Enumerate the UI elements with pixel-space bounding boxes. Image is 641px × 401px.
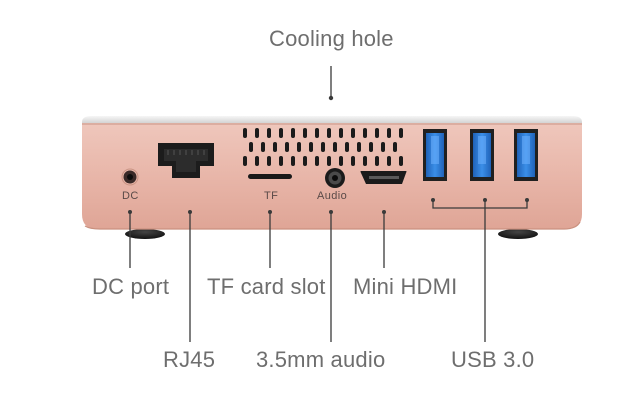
audio-callout: 3.5mm audio xyxy=(256,347,386,372)
mini-hdmi-port-icon xyxy=(360,171,407,184)
vent-slot-34 xyxy=(327,156,331,166)
vent-slot-38 xyxy=(375,156,379,166)
vent-slot-25 xyxy=(381,142,385,152)
vent-slot-24 xyxy=(369,142,373,152)
vent-slot-5 xyxy=(303,128,307,138)
vent-slot-7 xyxy=(327,128,331,138)
vent-slot-16 xyxy=(273,142,277,152)
usb-port-3-icon xyxy=(514,129,538,181)
usb-port-1-icon xyxy=(423,129,447,181)
right-foot xyxy=(498,229,538,239)
port-label-audio: Audio xyxy=(317,190,348,202)
vent-slot-14 xyxy=(249,142,253,152)
port-label-dc: DC xyxy=(122,190,139,202)
dc-port-icon xyxy=(121,168,139,186)
vent-slot-17 xyxy=(285,142,289,152)
vent-slot-26 xyxy=(393,142,397,152)
vent-slot-11 xyxy=(375,128,379,138)
vent-slot-30 xyxy=(279,156,283,166)
vent-slot-3 xyxy=(279,128,283,138)
vent-slot-18 xyxy=(297,142,301,152)
vent-slot-9 xyxy=(351,128,355,138)
vent-slot-22 xyxy=(345,142,349,152)
vent-slot-36 xyxy=(351,156,355,166)
vent-slot-35 xyxy=(339,156,343,166)
vent-slot-0 xyxy=(243,128,247,138)
tf-card-slot-callout: TF card slot xyxy=(207,274,326,299)
vent-slot-10 xyxy=(363,128,367,138)
vent-slot-8 xyxy=(339,128,343,138)
top-strip xyxy=(82,116,582,124)
port-label-tf: TF xyxy=(264,190,279,202)
mini-hdmi-callout: Mini HDMI xyxy=(353,274,458,299)
vent-slot-28 xyxy=(255,156,259,166)
vent-slot-15 xyxy=(261,142,265,152)
tf-slot-icon xyxy=(248,174,292,179)
vent-slot-4 xyxy=(291,128,295,138)
vent-slot-20 xyxy=(321,142,325,152)
audio-jack-icon xyxy=(325,168,345,188)
vent-slot-13 xyxy=(399,128,403,138)
vent-slot-37 xyxy=(363,156,367,166)
usb-port-2-icon xyxy=(470,129,494,181)
left-foot xyxy=(125,229,165,239)
vent-slot-21 xyxy=(333,142,337,152)
vent-slot-40 xyxy=(399,156,403,166)
vent-slot-31 xyxy=(291,156,295,166)
vent-slot-6 xyxy=(315,128,319,138)
cooling-hole-callout: Cooling hole xyxy=(269,26,394,51)
usb-bracket xyxy=(432,201,528,209)
vent-slot-12 xyxy=(387,128,391,138)
usb-callout: USB 3.0 xyxy=(451,347,535,372)
rj45-port-icon xyxy=(158,143,214,178)
vent-slot-2 xyxy=(267,128,271,138)
vent-slot-27 xyxy=(243,156,247,166)
cooling-vent-grid xyxy=(243,128,403,166)
vent-slot-39 xyxy=(387,156,391,166)
vent-slot-32 xyxy=(303,156,307,166)
dc-port-callout: DC port xyxy=(92,274,170,299)
vent-slot-19 xyxy=(309,142,313,152)
vent-slot-29 xyxy=(267,156,271,166)
vent-slot-1 xyxy=(255,128,259,138)
vent-slot-33 xyxy=(315,156,319,166)
rj45-callout: RJ45 xyxy=(163,347,216,372)
vent-slot-23 xyxy=(357,142,361,152)
